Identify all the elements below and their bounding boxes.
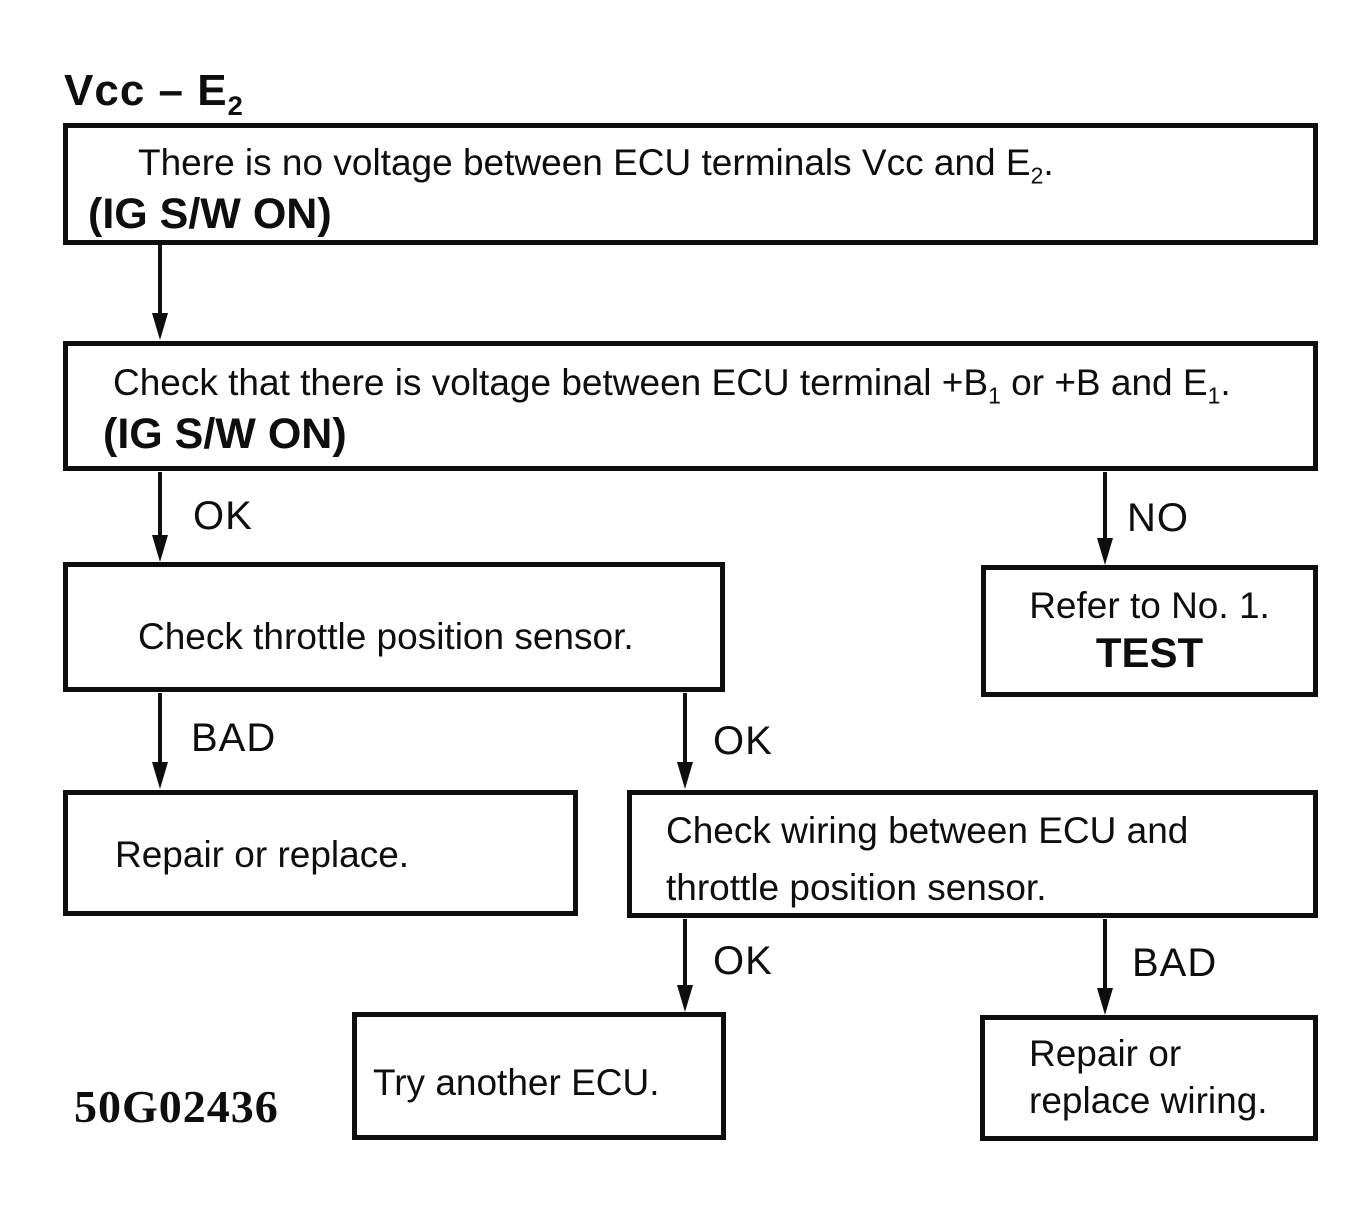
edge-label-bad: BAD	[191, 716, 277, 760]
arrow-shaft	[158, 472, 162, 535]
title-text: Vcc – E	[64, 66, 228, 115]
edge-label-ok: OK	[713, 939, 773, 983]
title-subscript: 2	[227, 89, 244, 121]
node-text: Check that there is voltage between ECU …	[113, 362, 989, 403]
arrow-down-bad	[150, 693, 170, 789]
node-try-ecu-line1: Try another ECU.	[373, 1062, 660, 1103]
node-check-tps-line1: Check throttle position sensor.	[138, 616, 634, 657]
arrow-shaft	[683, 919, 687, 985]
arrow-down-ok	[150, 472, 170, 562]
node-check-b-condition: (IG S/W ON)	[103, 410, 347, 459]
subscript: 1	[988, 382, 1001, 409]
node-repair-wiring: Repair or replace wiring.	[980, 1015, 1318, 1141]
node-repair-wiring-line1: Repair or	[1029, 1033, 1182, 1074]
node-text: or +B and E	[1000, 362, 1208, 403]
node-check-b-voltage: Check that there is voltage between ECU …	[63, 341, 1318, 471]
subscript: 2	[1030, 162, 1044, 189]
node-check-b-line1: Check that there is voltage between ECU …	[113, 361, 1313, 409]
node-no-voltage-condition: (IG S/W ON)	[88, 190, 332, 239]
arrow-shaft	[158, 245, 162, 313]
edge-label-no: NO	[1127, 496, 1189, 540]
arrow-head	[152, 762, 168, 789]
arrow-down	[150, 245, 170, 340]
arrow-shaft	[1103, 472, 1107, 538]
edge-label-bad: BAD	[1132, 941, 1218, 985]
node-no-voltage: There is no voltage between ECU terminal…	[63, 123, 1318, 245]
node-text: There is no voltage between ECU terminal…	[138, 142, 1031, 183]
node-refer-test: Refer to No. 1. TEST	[981, 565, 1318, 697]
edge-label-ok: OK	[713, 719, 773, 763]
arrow-down-bad	[1095, 919, 1115, 1015]
arrow-head	[152, 535, 168, 562]
arrow-down-no	[1095, 472, 1115, 565]
node-check-wiring-line2: throttle position sensor.	[666, 866, 1047, 908]
edge-label-ok: OK	[193, 494, 253, 538]
arrow-head	[677, 985, 693, 1012]
node-refer-line1: Refer to No. 1.	[1029, 585, 1270, 626]
arrow-head	[1097, 538, 1113, 565]
arrow-head	[1097, 988, 1113, 1015]
arrow-head	[677, 762, 693, 789]
node-try-ecu: Try another ECU.	[352, 1012, 726, 1140]
node-repair-wiring-line2: replace wiring.	[1029, 1079, 1268, 1121]
node-text: .	[1220, 362, 1231, 403]
subscript: 1	[1207, 382, 1221, 409]
node-no-voltage-line1: There is no voltage between ECU terminal…	[138, 141, 1313, 189]
arrow-head	[152, 313, 168, 340]
figure-code: 50G02436	[74, 1081, 279, 1132]
arrow-down-ok	[675, 693, 695, 789]
node-repair-replace-line1: Repair or replace.	[115, 834, 410, 875]
node-refer-line2: TEST	[1095, 628, 1204, 676]
arrow-down-ok	[675, 919, 695, 1012]
node-check-wiring: Check wiring between ECU and throttle po…	[627, 790, 1318, 918]
arrow-shaft	[158, 693, 162, 762]
page-title: Vcc – E2	[64, 66, 244, 122]
node-repair-replace: Repair or replace.	[63, 790, 578, 916]
node-check-wiring-line1: Check wiring between ECU and	[666, 810, 1189, 851]
arrow-shaft	[1103, 919, 1107, 988]
node-text: .	[1043, 142, 1054, 183]
arrow-shaft	[683, 693, 687, 762]
node-check-tps: Check throttle position sensor.	[63, 562, 725, 692]
